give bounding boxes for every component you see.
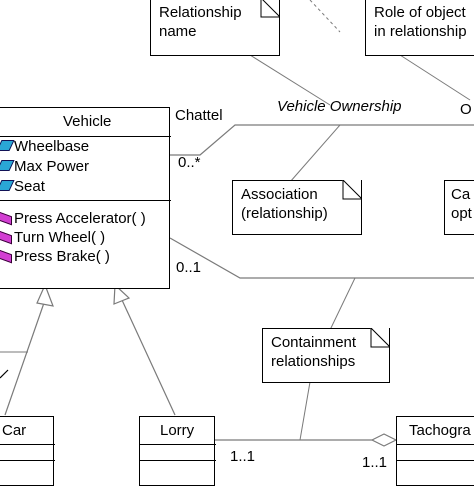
note-anchor-containment-down (299, 381, 311, 441)
note-line: name (159, 23, 197, 40)
note-line: opt (451, 205, 472, 222)
note-role-of-object: Role of object in relationship (365, 0, 474, 56)
car-generalization-line (4, 299, 46, 416)
class-divider (0, 460, 55, 461)
note-line: Association (241, 186, 318, 203)
role-label-chattel: Chattel (175, 107, 223, 124)
note-fold-icon (342, 180, 362, 200)
class-divider (140, 444, 216, 445)
note-line: in relationship (374, 23, 467, 40)
note-cardinality-partial: Ca opt (444, 180, 474, 235)
operation-label: Turn Wheel( ) (14, 229, 106, 246)
multiplicity-1-1-tachograph: 1..1 (362, 454, 388, 471)
operation-row: Press Accelerator( ) (0, 210, 146, 227)
note-line: Containment (271, 334, 357, 351)
class-divider (397, 460, 474, 461)
attribute-label: Max Power (14, 158, 90, 175)
car-generalization-arrow (36, 283, 54, 307)
note-anchor-relationship-name (249, 54, 331, 106)
note-line: Ca (451, 186, 471, 203)
multiplicity-1-1-lorry: 1..1 (230, 448, 256, 465)
operation-label: Press Accelerator( ) (14, 210, 146, 227)
attribute-label: Wheelbase (14, 138, 90, 155)
attribute-icon (0, 160, 15, 171)
attribute-row: Seat (0, 178, 45, 195)
note-anchor-association (289, 124, 341, 183)
lorry-generalization-arrow (113, 283, 131, 305)
note-line: (relationship) (241, 205, 328, 222)
class-name: Lorry (160, 422, 195, 439)
attribute-icon (0, 180, 15, 191)
ownership-association-line (170, 124, 474, 156)
note-anchor-role (399, 54, 471, 101)
vehicle-class[interactable]: Vehicle Wheelbase Max Power Seat Press A… (0, 107, 171, 289)
note-line: Role of object (374, 4, 466, 21)
lorry-class[interactable]: Lorry (139, 416, 216, 486)
note-association: Association (relationship) (232, 180, 362, 235)
attribute-icon (0, 140, 15, 151)
class-divider (0, 444, 55, 445)
note-line: relationships (271, 353, 356, 370)
attribute-row: Wheelbase (0, 138, 89, 155)
class-divider (140, 460, 216, 461)
note-fold-icon (370, 328, 390, 348)
operation-row: Press Brake( ) (0, 248, 110, 265)
operation-icon (0, 230, 12, 245)
containment-association-line (169, 237, 474, 279)
lorry-generalization-line (121, 299, 176, 416)
note-fold-icon (260, 0, 280, 18)
operation-label: Press Brake( ) (14, 248, 110, 265)
note-relationship-name: Relationship name (150, 0, 280, 56)
class-divider (397, 444, 474, 445)
role-label-owner-partial: O (460, 101, 472, 118)
class-divider (0, 136, 171, 137)
left-partial-tick (0, 369, 9, 379)
note-anchor-containment-up (329, 277, 356, 331)
class-name: Car (2, 422, 27, 439)
attribute-label: Seat (14, 178, 45, 195)
dashed-line-top (309, 0, 341, 33)
car-class[interactable]: Car (0, 416, 55, 486)
attribute-row: Max Power (0, 158, 89, 175)
class-name: Vehicle (63, 113, 112, 130)
tachograph-class[interactable]: Tachogra (396, 416, 474, 486)
class-name: Tachogra (409, 422, 471, 439)
class-divider (0, 200, 171, 201)
aggregation-diamond (370, 433, 398, 447)
operation-row: Turn Wheel( ) (0, 229, 105, 246)
note-containment: Containment relationships (262, 328, 390, 383)
multiplicity-0-many: 0..* (178, 154, 201, 171)
operation-icon (0, 249, 12, 264)
diagram-connectors (0, 0, 474, 447)
association-name-vehicle-ownership: Vehicle Ownership (277, 98, 402, 115)
operation-icon (0, 211, 12, 226)
note-line: Relationship (159, 4, 242, 21)
multiplicity-0-1: 0..1 (176, 259, 202, 276)
